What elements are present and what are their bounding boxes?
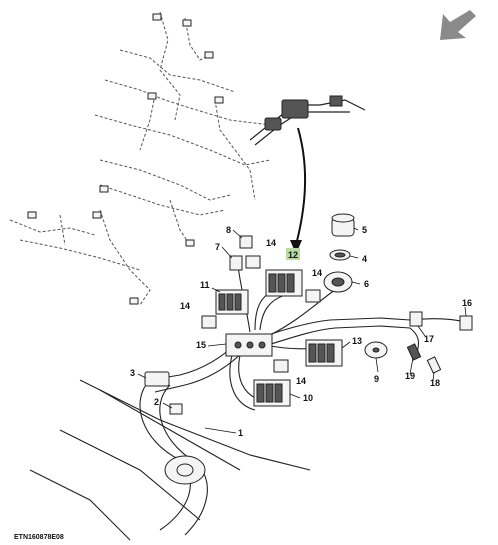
chassis-harness-overview — [9, 11, 271, 306]
callout-3: 3 — [130, 368, 135, 378]
arrow-down-left-icon — [440, 10, 476, 40]
callout-16: 16 — [462, 298, 472, 308]
callout-6: 6 — [364, 279, 369, 289]
junction-block-15 — [225, 333, 273, 357]
callout-14-b: 14 — [312, 268, 322, 278]
callout-14-a: 14 — [266, 238, 276, 248]
callout-13: 13 — [352, 336, 362, 346]
callout-9: 9 — [374, 374, 379, 384]
callout-5: 5 — [362, 225, 367, 235]
callout-14-d: 14 — [296, 376, 306, 386]
callout-15: 15 — [196, 340, 206, 350]
connector-11 — [215, 289, 249, 315]
connector-12 — [265, 269, 303, 297]
callout-17: 17 — [424, 334, 434, 344]
callout-12: 12 — [288, 250, 298, 260]
callout-4: 4 — [362, 254, 367, 264]
figure-id: ETN160878E08 — [14, 534, 64, 541]
leader-lines — [137, 227, 467, 434]
callout-14-c: 14 — [180, 301, 190, 311]
connector-10 — [253, 379, 291, 407]
highlight-box-12 — [286, 248, 300, 260]
callout-1: 1 — [238, 428, 243, 438]
callout-19: 19 — [405, 371, 415, 381]
callout-11: 11 — [200, 280, 210, 290]
detail-harness — [29, 213, 473, 541]
connector-13 — [305, 339, 343, 367]
callout-labels: 1 2 3 4 5 6 7 8 9 10 11 12 13 14 14 14 1… — [130, 225, 472, 438]
callout-7: 7 — [215, 242, 220, 252]
zoom-arrow — [290, 127, 307, 254]
callout-10: 10 — [303, 393, 313, 403]
callout-18: 18 — [430, 378, 440, 388]
main-harness-top — [249, 95, 366, 146]
callout-2: 2 — [154, 397, 159, 407]
callout-8: 8 — [226, 225, 231, 235]
